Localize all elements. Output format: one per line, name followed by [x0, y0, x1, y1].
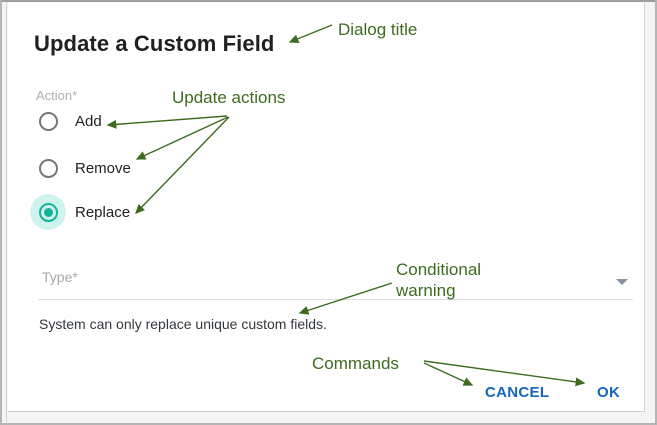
- annotation-update-actions: Update actions: [172, 88, 286, 107]
- type-select[interactable]: Type*: [38, 265, 633, 301]
- radio-remove-hitarea[interactable]: [30, 150, 66, 186]
- radio-checked-icon: [38, 202, 58, 222]
- radio-replace-hitarea[interactable]: [30, 194, 66, 230]
- type-select-label: Type*: [42, 269, 78, 285]
- annotation-commands: Commands: [312, 354, 399, 373]
- chevron-down-icon[interactable]: [616, 279, 628, 285]
- radio-option-replace[interactable]: Replace: [30, 194, 130, 230]
- window-frame-right: [655, 0, 657, 425]
- annotation-conditional-warning-line2: warning: [396, 281, 456, 300]
- radio-unchecked-icon: [38, 111, 58, 131]
- annotation-dialog-title: Dialog title: [338, 20, 418, 39]
- type-select-underline: [38, 299, 633, 300]
- radio-unchecked-icon: [38, 158, 58, 178]
- window-frame-bottom: [0, 423, 657, 425]
- radio-option-add[interactable]: Add: [30, 103, 102, 139]
- radio-add-hitarea[interactable]: [30, 103, 66, 139]
- radio-remove-label: Remove: [75, 159, 131, 177]
- annotation-conditional-warning-line1: Conditional: [396, 260, 482, 279]
- window-frame-left: [0, 0, 2, 425]
- window-frame-top: [0, 0, 657, 2]
- window-frame-left-inner: [6, 2, 7, 425]
- radio-dot: [43, 207, 53, 217]
- update-custom-field-dialog: Update a Custom Field Action* Add Remove…: [8, 3, 645, 412]
- action-group-label: Action*: [36, 88, 78, 103]
- annotation-conditional-warning: Conditional warning: [396, 259, 481, 301]
- radio-replace-label: Replace: [75, 203, 131, 221]
- radio-add-label: Add: [75, 112, 102, 130]
- ok-button[interactable]: OK: [597, 384, 621, 401]
- conditional-warning-text: System can only replace unique custom fi…: [39, 316, 327, 332]
- radio-option-remove[interactable]: Remove: [30, 150, 131, 186]
- cancel-button[interactable]: CANCEL: [485, 384, 550, 401]
- dialog-title: Update a Custom Field: [34, 31, 275, 56]
